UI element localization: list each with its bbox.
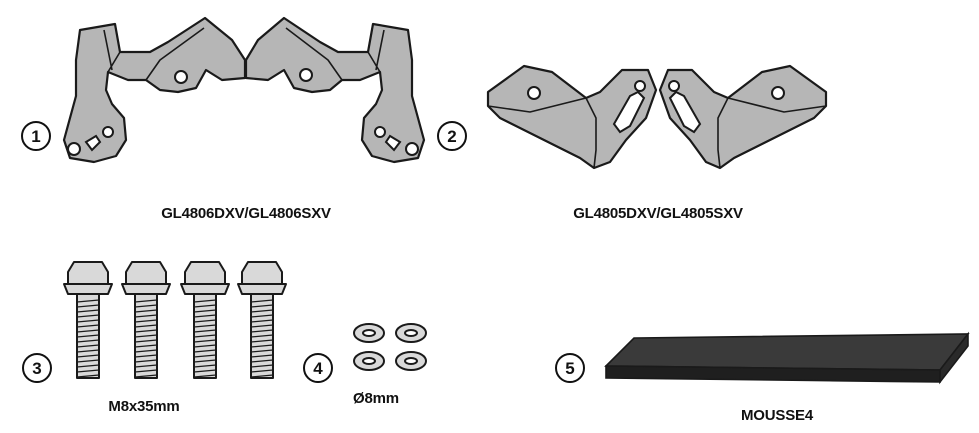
bolt	[180, 261, 230, 379]
bolt	[237, 261, 287, 379]
bracket-hole	[374, 126, 386, 138]
bolt	[121, 261, 171, 379]
svg-text:3: 3	[32, 359, 41, 378]
number-badge-5: 5	[555, 353, 585, 383]
svg-text:5: 5	[565, 359, 574, 378]
label-washers: Ø8mm	[353, 390, 399, 407]
bracket-hole	[668, 80, 680, 92]
washer	[353, 323, 385, 343]
bracket-hole	[405, 142, 419, 156]
bolt-set	[63, 261, 287, 379]
washer-set	[353, 323, 427, 371]
label-bolts: M8x35mm	[108, 398, 179, 415]
bracket-slot	[612, 90, 646, 134]
bolt	[63, 261, 113, 379]
svg-text:2: 2	[447, 127, 456, 146]
bracket-slot	[668, 90, 702, 134]
bracket-small-right	[658, 64, 828, 170]
bracket-hole	[527, 86, 541, 100]
bracket-large-right	[244, 16, 426, 164]
bracket-hole	[299, 68, 313, 82]
bracket-hole	[771, 86, 785, 100]
bracket-hole	[102, 126, 114, 138]
svg-text:4: 4	[313, 359, 323, 378]
number-badge-4: 4	[303, 353, 333, 383]
bracket-large-left	[62, 16, 247, 164]
washer	[395, 323, 427, 343]
number-badge-1: 1	[21, 121, 51, 151]
number-badge-2: 2	[437, 121, 467, 151]
bracket-hole	[174, 70, 188, 84]
bracket-slot	[84, 134, 102, 152]
bracket-hole	[67, 142, 81, 156]
washer	[353, 351, 385, 371]
bracket-hole	[634, 80, 646, 92]
washer	[395, 351, 427, 371]
svg-text:1: 1	[31, 127, 40, 146]
foam-strip	[604, 331, 970, 385]
number-badge-3: 3	[22, 353, 52, 383]
bracket-slot	[384, 134, 402, 152]
label-bracket-pair-small: GL4805DXV/GL4805SXV	[573, 205, 743, 222]
label-bracket-pair-large: GL4806DXV/GL4806SXV	[161, 205, 331, 222]
bracket-small-left	[486, 64, 658, 170]
label-foam: MOUSSE4	[741, 407, 814, 424]
